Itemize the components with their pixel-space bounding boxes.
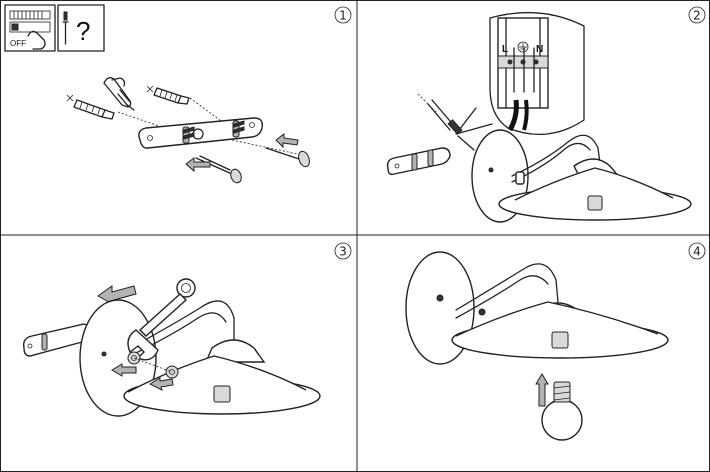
screw-left [195,155,242,184]
terminal-label-n: N [536,44,543,55]
power-off-breaker-icon: OFF [4,4,56,52]
lamp-panel-4 [405,251,669,365]
step-3-badge [334,242,352,260]
step-2-number: 2 [693,9,701,23]
insert-arrow-right [275,133,299,149]
panel-step-3: 3 [22,242,352,417]
bulb-insert-arrow [535,373,549,407]
step-4-badge [688,242,706,260]
step-1-number: 1 [339,9,347,23]
light-bulb [541,381,583,441]
terminal-label-l: L [502,44,508,55]
step-2-badge [688,6,706,24]
wall-plug-upper [146,85,190,105]
insert-arrow-left [185,157,211,173]
panel-step-1: 1 OFF ? [4,4,352,184]
svg-text:?: ? [76,16,90,46]
mounting-bracket [138,117,264,149]
screw-right [265,147,310,168]
nut-arrow-2 [148,377,174,391]
panel-step-4: 4 [405,242,706,441]
step-3-number: 3 [339,245,347,259]
earth-ground-icon [517,41,529,53]
tools-question-icon: ? [57,4,105,52]
panel-step-2: 2 L N [386,6,706,223]
step-1-badge [334,6,352,24]
drill-bit-icon [103,77,135,111]
mounted-bracket [386,147,451,176]
wall-plug-lower [66,94,115,120]
wrench-tool [127,278,196,361]
terminal-block-callout: L N [455,11,585,136]
nut-fasteners [127,351,179,379]
nut-arrow-1 [111,363,137,377]
lamp-panel-2 [471,129,692,223]
supply-cable [417,93,475,151]
step-4-number: 4 [693,245,701,259]
breaker-off-label: OFF [10,39,26,48]
lamp-panel-3 [79,299,321,417]
